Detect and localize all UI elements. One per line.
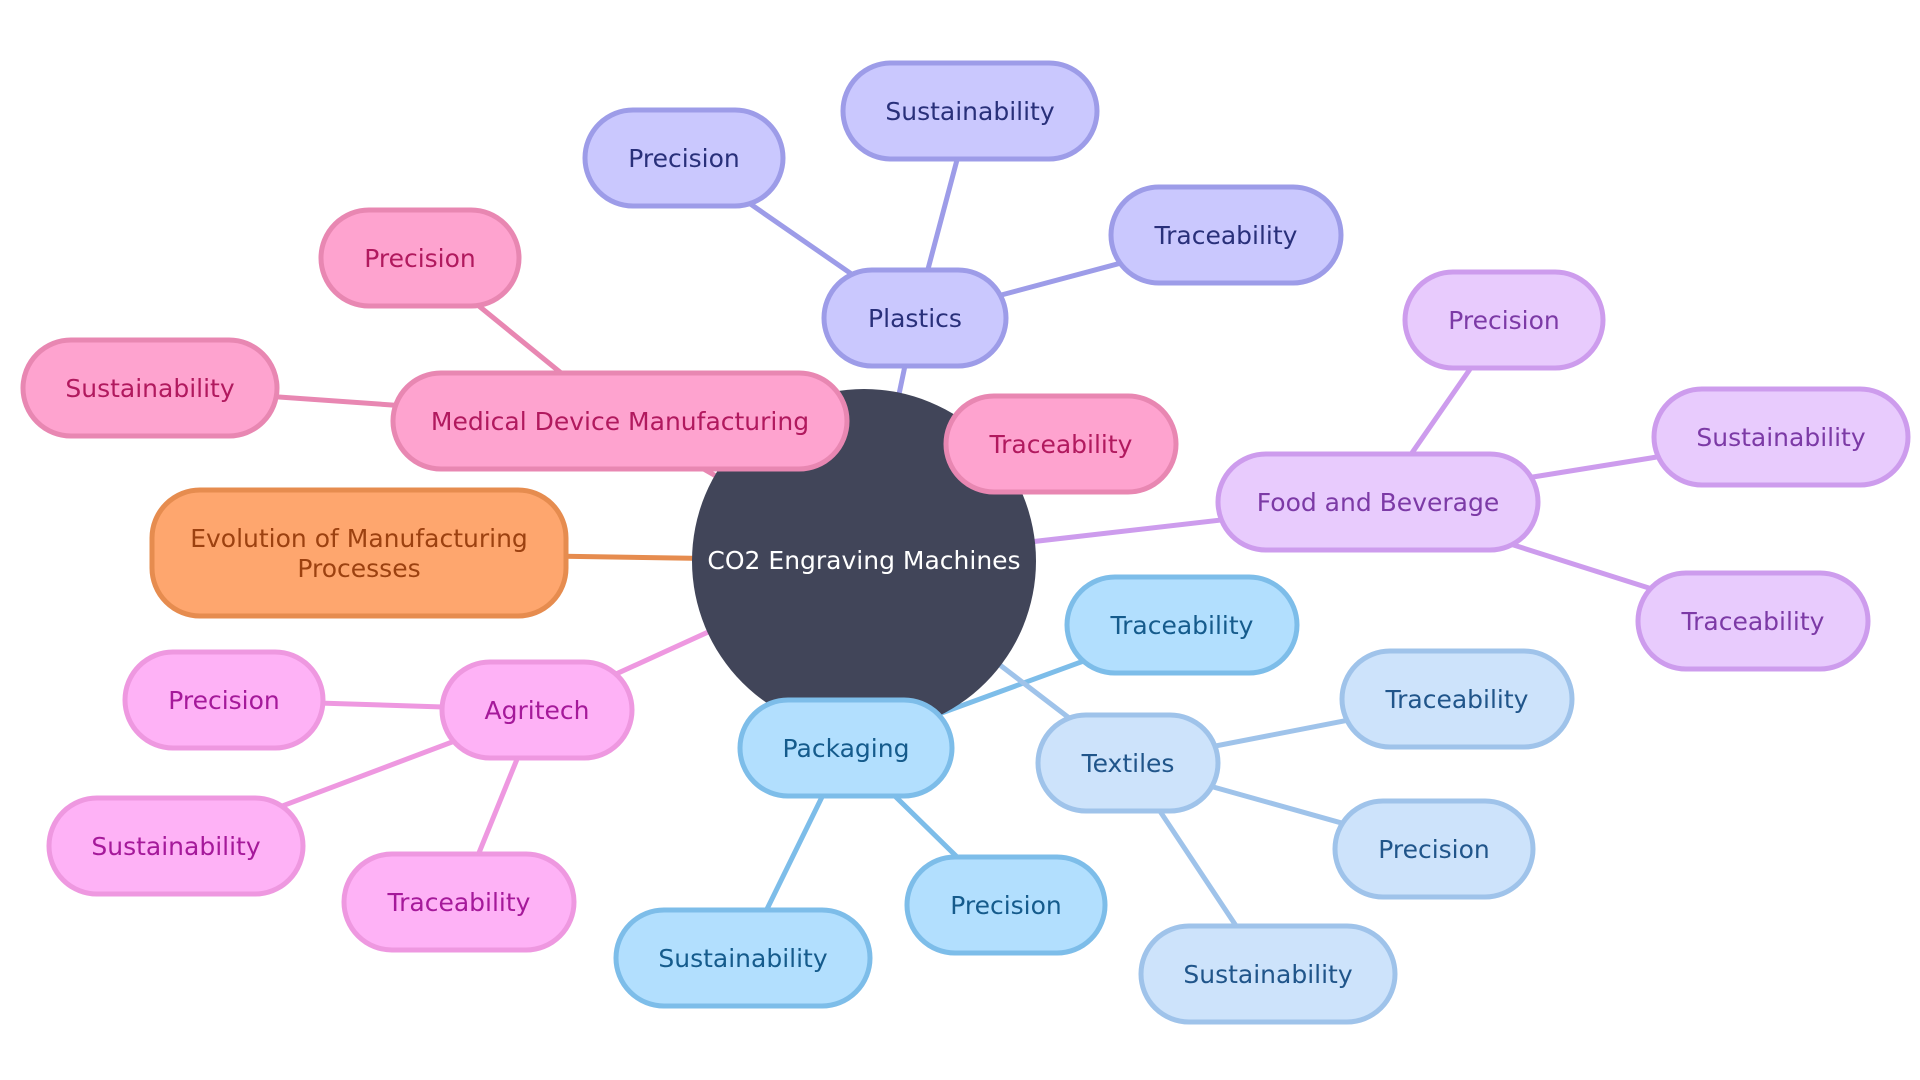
node-evolution-label-line-2: Processes (297, 554, 420, 583)
node-agritech-sustainability-shape (46, 795, 306, 897)
node-medical-shape (390, 370, 850, 472)
node-textiles-precision[interactable]: Precision (1332, 798, 1536, 900)
node-agritech-precision-shape (122, 649, 326, 751)
node-agritech-traceability-label: Traceability (387, 888, 531, 917)
root-label: CO2 Engraving Machines (707, 546, 1020, 575)
node-textiles-traceability[interactable]: Traceability (1339, 648, 1575, 750)
node-medical-label: Medical Device Manufacturing (431, 407, 809, 436)
node-plastics-traceability-label: Traceability (1154, 221, 1298, 250)
node-textiles-sustainability[interactable]: Sustainability (1138, 923, 1398, 1025)
node-plastics-sustainability-label: Sustainability (885, 97, 1054, 126)
node-agritech-label: Agritech (485, 696, 590, 725)
node-medical-precision-label: Precision (364, 244, 476, 273)
node-food-sustainability-label: Sustainability (1696, 423, 1865, 452)
node-agritech-traceability-shape (341, 851, 577, 953)
node-textiles-traceability-shape (1339, 648, 1575, 750)
node-packaging-sustainability-shape (613, 907, 873, 1009)
node-plastics-sustainability[interactable]: Sustainability (840, 60, 1100, 162)
node-plastics-precision-shape (582, 107, 786, 209)
node-food[interactable]: Food and Beverage (1215, 451, 1541, 553)
node-packaging[interactable]: Packaging (737, 697, 955, 799)
node-plastics[interactable]: Plastics (821, 267, 1009, 369)
node-medical-sustainability[interactable]: Sustainability (20, 337, 280, 439)
node-medical-traceability-label: Traceability (989, 430, 1133, 459)
node-plastics-sustainability-shape (840, 60, 1100, 162)
node-medical-traceability-shape (943, 393, 1179, 495)
node-textiles-sustainability-label: Sustainability (1183, 960, 1352, 989)
node-food-traceability-label: Traceability (1681, 607, 1825, 636)
node-plastics-precision[interactable]: Precision (582, 107, 786, 209)
node-evolution-shape (149, 487, 569, 619)
node-layer: PrecisionSustainabilityTraceabilityPlast… (20, 60, 1911, 1025)
node-food-precision-shape (1402, 269, 1606, 371)
node-packaging-label: Packaging (783, 734, 910, 763)
node-plastics-label: Plastics (868, 304, 962, 333)
node-food-label: Food and Beverage (1257, 488, 1499, 517)
node-textiles-traceability-label: Traceability (1385, 685, 1529, 714)
node-agritech-precision[interactable]: Precision (122, 649, 326, 751)
node-textiles-precision-label: Precision (1378, 835, 1490, 864)
node-food-traceability-shape (1635, 570, 1871, 672)
node-medical-sustainability-label: Sustainability (65, 374, 234, 403)
node-textiles-precision-shape (1332, 798, 1536, 900)
node-textiles-shape (1035, 712, 1221, 814)
node-packaging-traceability[interactable]: Traceability (1064, 574, 1300, 676)
node-plastics-precision-label: Precision (628, 144, 740, 173)
node-textiles[interactable]: Textiles (1035, 712, 1221, 814)
node-food-precision[interactable]: Precision (1402, 269, 1606, 371)
node-agritech-sustainability-label: Sustainability (91, 832, 260, 861)
node-medical-precision-shape (318, 207, 522, 309)
node-plastics-shape (821, 267, 1009, 369)
node-plastics-traceability-shape (1108, 184, 1344, 286)
node-medical[interactable]: Medical Device Manufacturing (390, 370, 850, 472)
node-food-shape (1215, 451, 1541, 553)
node-agritech[interactable]: Agritech (439, 659, 635, 761)
node-medical-sustainability-shape (20, 337, 280, 439)
node-evolution-label-line-1: Evolution of Manufacturing (190, 524, 528, 553)
node-food-traceability[interactable]: Traceability (1635, 570, 1871, 672)
node-packaging-sustainability[interactable]: Sustainability (613, 907, 873, 1009)
node-packaging-traceability-shape (1064, 574, 1300, 676)
node-agritech-sustainability[interactable]: Sustainability (46, 795, 306, 897)
node-food-sustainability-shape (1651, 386, 1911, 488)
node-agritech-shape (439, 659, 635, 761)
node-packaging-shape (737, 697, 955, 799)
node-medical-traceability[interactable]: Traceability (943, 393, 1179, 495)
node-packaging-precision-shape (904, 854, 1108, 956)
node-packaging-traceability-label: Traceability (1110, 611, 1254, 640)
root-node[interactable] (692, 389, 1036, 733)
node-agritech-traceability[interactable]: Traceability (341, 851, 577, 953)
node-textiles-label: Textiles (1081, 749, 1175, 778)
node-agritech-precision-label: Precision (168, 686, 280, 715)
node-food-sustainability[interactable]: Sustainability (1651, 386, 1911, 488)
node-plastics-traceability[interactable]: Traceability (1108, 184, 1344, 286)
node-packaging-precision[interactable]: Precision (904, 854, 1108, 956)
root-layer: CO2 Engraving Machines (692, 389, 1036, 733)
node-textiles-sustainability-shape (1138, 923, 1398, 1025)
node-packaging-sustainability-label: Sustainability (658, 944, 827, 973)
node-packaging-precision-label: Precision (950, 891, 1062, 920)
node-medical-precision[interactable]: Precision (318, 207, 522, 309)
node-food-precision-label: Precision (1448, 306, 1560, 335)
